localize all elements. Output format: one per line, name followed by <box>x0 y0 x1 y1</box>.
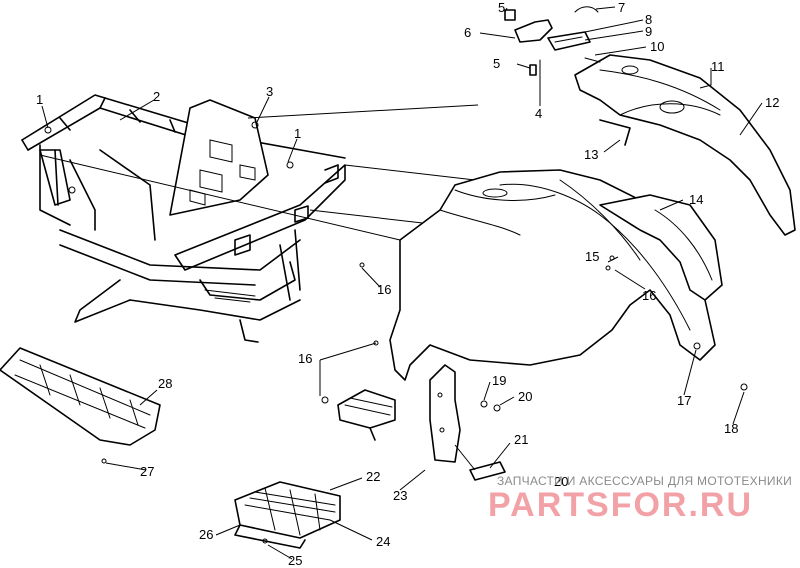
callout-16b: 16 <box>642 288 656 303</box>
callout-2: 2 <box>153 89 160 104</box>
callout-26: 26 <box>199 527 213 542</box>
callout-27: 27 <box>140 464 154 479</box>
assembly-guide-lines <box>39 104 479 241</box>
callout-20a: 20 <box>518 389 532 404</box>
callout-10: 10 <box>650 39 664 54</box>
callout-8: 8 <box>645 12 652 27</box>
callout-22: 22 <box>366 469 380 484</box>
callout-28: 28 <box>158 376 172 391</box>
callout-25: 25 <box>288 553 302 568</box>
footrest-floorboard <box>0 347 161 464</box>
callout-16a: 16 <box>377 282 391 297</box>
callout-16c: 16 <box>298 351 312 366</box>
callout-19: 19 <box>492 373 506 388</box>
callout-17: 17 <box>677 393 691 408</box>
callout-6: 6 <box>464 25 471 40</box>
callout-11: 11 <box>711 59 725 74</box>
callout-1a: 1 <box>36 92 43 107</box>
callout-5a: 5 <box>498 0 505 15</box>
callout-3: 3 <box>266 84 273 99</box>
callout-12: 12 <box>765 95 779 110</box>
callout-14: 14 <box>689 192 703 207</box>
callout-20b: 20 <box>554 474 568 489</box>
callout-1b: 1 <box>294 126 301 141</box>
hardware-fasteners <box>44 121 748 412</box>
watermark-tagline: ЗАПЧАСТИ И АКСЕССУАРЫ ДЛЯ МОТОТЕХНИКИ <box>497 474 793 488</box>
frame-assembly <box>21 94 346 343</box>
callout-labels: 1 2 3 1 5 7 8 6 9 10 5 11 4 12 13 14 15 … <box>36 0 779 568</box>
callout-9: 9 <box>645 24 652 39</box>
floor-tray <box>234 481 341 549</box>
footpeg-assembly <box>337 389 396 441</box>
callout-13: 13 <box>584 147 598 162</box>
callout-5b: 5 <box>493 56 500 71</box>
callout-15: 15 <box>585 249 599 264</box>
callout-24: 24 <box>376 534 390 549</box>
callout-7: 7 <box>618 0 625 15</box>
leader-lines <box>41 6 763 560</box>
callout-23: 23 <box>393 488 407 503</box>
watermark-logo: PARTSFOR.RU <box>488 486 754 524</box>
callout-21: 21 <box>514 432 528 447</box>
callout-18: 18 <box>724 421 738 436</box>
callout-4: 4 <box>535 106 542 121</box>
front-fender-body <box>389 169 723 481</box>
